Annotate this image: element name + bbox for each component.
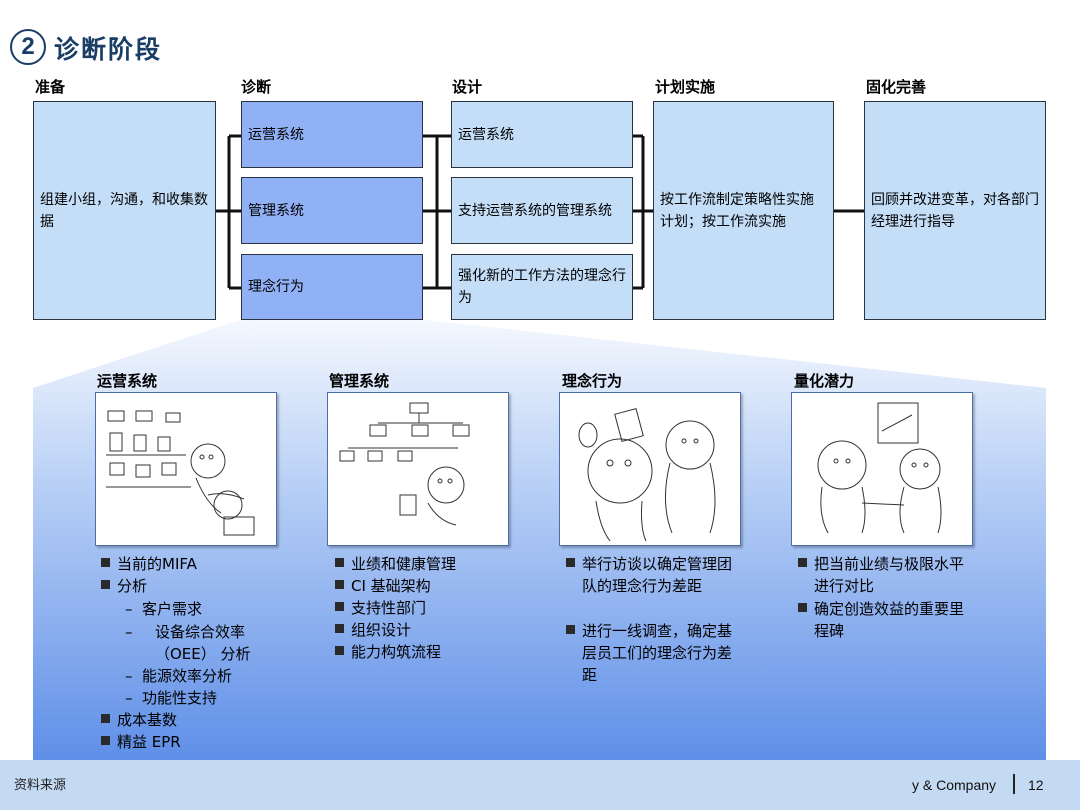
bullet-square-icon <box>566 625 575 634</box>
bullet-square-icon <box>335 624 344 633</box>
consolidate-box: 回顾并改进变革，对各部门经理进行指导 <box>864 101 1046 320</box>
bullet-square-icon <box>335 580 344 589</box>
design-text-operations: 运营系统 <box>458 126 514 143</box>
section-title-operations: 运营系统 <box>97 372 158 390</box>
page-title: 诊断阶段 <box>54 35 163 64</box>
bullet-square-icon <box>335 602 344 611</box>
plan-box: 按工作流制定策略性实施计划；按工作流实施 <box>653 101 834 320</box>
list-item: 进行一线调查，确定基层员工们的理念行为差距 <box>566 620 738 686</box>
dash-icon: – <box>125 623 143 641</box>
sketch-lean-mindset <box>559 392 741 546</box>
sub-list-item: – 客户需求 <box>125 600 203 618</box>
list-item: CI 基础架构 <box>335 575 431 597</box>
bullet-square-icon <box>798 603 807 612</box>
diagnose-text-operations: 运营系统 <box>248 126 304 143</box>
diagnose-box-management: 管理系统 <box>241 177 423 244</box>
sketch-drawing <box>578 408 716 542</box>
list-item: 成本基数 <box>101 709 177 731</box>
page-number: 12 <box>1028 777 1044 793</box>
design-box-mindset: 强化新的工作方法的理念行为 <box>451 254 633 320</box>
footer-bar <box>0 760 1080 810</box>
bullet-square-icon <box>101 580 110 589</box>
design-text-mindset: 强化新的工作方法的理念行为 <box>458 268 626 306</box>
diagnose-text-mindset: 理念行为 <box>248 279 304 295</box>
step-number-badge: 2 <box>10 29 46 65</box>
list-item: 能力构筑流程 <box>335 641 441 663</box>
column-header-design: 设计 <box>452 78 483 96</box>
column-header-diagnose: 诊断 <box>241 78 272 96</box>
dash-icon: – <box>125 600 143 618</box>
sketch-drawing <box>339 402 470 526</box>
list-item: 组织设计 <box>335 619 411 641</box>
sketch-drawing <box>106 410 255 536</box>
list-item: 分析 <box>101 575 147 597</box>
plan-text: 按工作流制定策略性实施计划；按工作流实施 <box>660 191 814 230</box>
bullet-square-icon <box>101 714 110 723</box>
prepare-box: 组建小组，沟通，和收集数据 <box>33 101 216 320</box>
design-box-management: 支持运营系统的管理系统 <box>451 177 633 244</box>
sketch-current-state-diagram <box>95 392 277 546</box>
bullet-square-icon <box>101 558 110 567</box>
design-text-management: 支持运营系统的管理系统 <box>458 202 612 219</box>
bullet-square-icon <box>335 558 344 567</box>
list-item: 业绩和健康管理 <box>335 553 456 575</box>
sub-list-item: – 功能性支持 <box>125 689 218 707</box>
bullet-square-icon <box>798 558 807 567</box>
consolidate-text: 回顾并改进变革，对各部门经理进行指导 <box>871 191 1039 230</box>
list-item: 举行访谈以确定管理团队的理念行为差距 <box>566 553 738 597</box>
dash-icon: – <box>125 667 143 685</box>
sub-list-item: – 能源效率分析 <box>125 667 233 685</box>
footer-company: y & Company <box>912 777 997 793</box>
footer-divider <box>1013 774 1015 794</box>
sketch-drawing <box>817 402 942 534</box>
column-header-prepare: 准备 <box>35 78 66 96</box>
bullet-square-icon <box>566 558 575 567</box>
sketch-org-chart <box>327 392 509 546</box>
column-header-consolidate: 固化完善 <box>866 78 927 96</box>
section-title-potential: 量化潜力 <box>794 372 855 390</box>
section-title-mindset: 理念行为 <box>562 372 623 390</box>
list-item: 把当前业绩与极限水平进行对比 <box>798 553 968 597</box>
diagnose-box-mindset: 理念行为 <box>241 254 423 320</box>
column-header-plan: 计划实施 <box>655 78 716 96</box>
list-item: 当前的MIFA <box>101 553 197 575</box>
design-box-operations: 运营系统 <box>451 101 633 168</box>
sketch-target-potential <box>791 392 973 546</box>
list-item: 支持性部门 <box>335 597 426 619</box>
bullet-square-icon <box>335 646 344 655</box>
sub-list-item: – 设备综合效率（OEE） 分析 <box>125 623 251 663</box>
list-item: 精益 EPR <box>101 731 181 753</box>
diagnose-text-management: 管理系统 <box>248 202 304 219</box>
footer-source-label: 资料来源 <box>14 778 67 793</box>
prepare-text: 组建小组，沟通，和收集数据 <box>40 191 208 230</box>
list-item: 确定创造效益的重要里程碑 <box>798 598 968 642</box>
dash-icon: – <box>125 689 143 707</box>
section-title-management: 管理系统 <box>329 372 390 390</box>
diagnose-box-operations: 运营系统 <box>241 101 423 168</box>
bullet-square-icon <box>101 736 110 745</box>
